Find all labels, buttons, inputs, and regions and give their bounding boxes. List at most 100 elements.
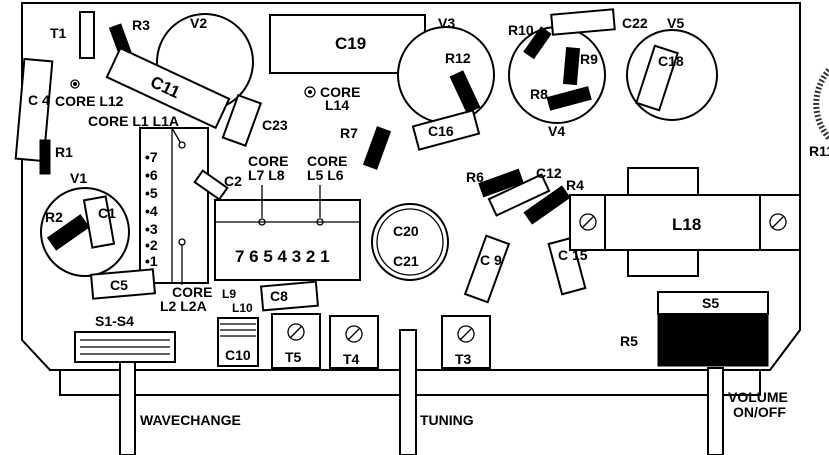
- t4-screw: [345, 325, 363, 343]
- l18-screw-left: [579, 213, 597, 231]
- r9-label: R9: [580, 51, 598, 67]
- wavechange-shaft: [119, 359, 136, 455]
- r5-label: R5: [620, 333, 638, 349]
- r4-label: R4: [566, 177, 584, 193]
- c22-label: C22: [622, 15, 648, 31]
- core-l5-l6-label-b: L5 L6: [307, 167, 344, 183]
- c12-label: C12: [536, 165, 562, 181]
- coil-l9-l10: [217, 317, 259, 367]
- r4-resistor: [523, 185, 571, 225]
- t5-screw: [287, 323, 305, 341]
- l18-body: [569, 194, 801, 251]
- c1-capacitor: [82, 195, 116, 249]
- r9-resistor: [562, 47, 581, 86]
- volume-label-b: ON/OFF: [733, 404, 786, 420]
- c9-label: C 9: [480, 252, 502, 268]
- c1-label: C1: [98, 205, 116, 221]
- c10-label: C10: [225, 347, 251, 363]
- core-l2-l2a-label-a: CORE: [172, 284, 212, 300]
- core-l14-label-a: CORE: [320, 84, 360, 100]
- tuning-label: TUNING: [420, 412, 474, 428]
- c12-capacitor: [487, 173, 551, 217]
- tuning-shaft: [399, 329, 417, 455]
- strip-num-1: •1: [145, 253, 158, 269]
- c18-capacitor: [635, 44, 679, 112]
- r7-resistor: [362, 126, 392, 170]
- t3-screw: [457, 325, 475, 343]
- l18-label: L18: [672, 215, 701, 234]
- c19-label: C19: [335, 34, 366, 53]
- core-l14-label-b: L14: [325, 97, 349, 113]
- wavechange-label: WAVECHANGE: [140, 412, 241, 428]
- r8-resistor: [546, 86, 592, 111]
- r1-label: R1: [55, 144, 73, 160]
- v4-label: V4: [548, 123, 565, 139]
- r7-label: R7: [340, 125, 358, 141]
- coil-strip: [139, 127, 209, 284]
- strip-num-3: •3: [145, 221, 158, 237]
- core-l14-mark: [304, 86, 316, 98]
- r10-label: R10: [508, 22, 534, 38]
- c16-label: C16: [428, 123, 454, 139]
- r8-label: R8: [530, 86, 548, 102]
- strip-num-4: •4: [145, 203, 158, 219]
- c2-capacitor: [193, 169, 229, 201]
- c9-capacitor: [463, 234, 511, 304]
- t1-label: T1: [50, 25, 67, 41]
- core-l12-mark: [70, 79, 80, 89]
- c11-capacitor: [105, 46, 231, 130]
- core-l1-arrow: [171, 127, 181, 143]
- core-l14-dot: [308, 90, 312, 94]
- terminal-numbers: 7 6 5 4 3 2 1: [235, 247, 330, 266]
- core-l12-dot: [73, 82, 77, 86]
- r2-resistor: [46, 214, 90, 251]
- v3-valve: [397, 26, 495, 124]
- strip-num-5: •5: [145, 185, 158, 201]
- volume-label-a: VOLUME: [728, 389, 788, 405]
- c23-capacitor: [221, 93, 263, 147]
- strip-num-7: •7: [145, 149, 158, 165]
- l18-screw-right-slot: [771, 215, 785, 229]
- c15-capacitor: [547, 236, 587, 296]
- r11-lead: [813, 68, 829, 140]
- c23-label: C23: [262, 117, 288, 133]
- r11-label: R11: [809, 143, 829, 159]
- c22-capacitor: [550, 8, 616, 36]
- r5-potentiometer: [657, 313, 769, 367]
- v2-label: V2: [190, 15, 207, 31]
- core-l5-l6-mark: [316, 218, 324, 226]
- core-l7-l8-label-b: L7 L8: [248, 167, 285, 183]
- r12-label: R12: [445, 50, 471, 66]
- c20-label: C20: [393, 223, 419, 239]
- c16-capacitor: [411, 109, 481, 151]
- r10-resistor: [523, 26, 552, 60]
- c20-c21-inner: [376, 208, 444, 276]
- core-l2-l2a-label-b: L2 L2A: [160, 298, 207, 314]
- core-l1-l1a-label: CORE L1 L1A: [88, 113, 179, 129]
- s1-s4-label: S1-S4: [95, 313, 134, 329]
- t4-label: T4: [343, 351, 360, 367]
- strip-num-2: •2: [145, 237, 158, 253]
- v1-label: V1: [70, 170, 87, 186]
- s5-label: S5: [702, 295, 719, 311]
- core-l5-l6-label-a: CORE: [307, 153, 347, 169]
- l9-label: L9: [222, 287, 236, 301]
- c21-label: C21: [393, 253, 419, 269]
- v5-valve: [626, 29, 718, 121]
- c4-label: C 4: [28, 92, 50, 108]
- r6-resistor: [478, 168, 524, 198]
- r3-label: R3: [132, 17, 150, 33]
- r6-label: R6: [466, 169, 484, 185]
- core-l7-l8-mark: [258, 218, 266, 226]
- r1-resistor: [39, 139, 51, 175]
- t3-label: T3: [455, 351, 472, 367]
- c8-label: C8: [270, 288, 288, 304]
- l18-screw-right: [769, 213, 787, 231]
- t3-screw-slot: [459, 327, 473, 341]
- volume-shaft: [707, 367, 724, 455]
- core-l7-l8-label-a: CORE: [248, 153, 288, 169]
- strip-num-6: •6: [145, 167, 158, 183]
- v5-label: V5: [667, 15, 684, 31]
- c2-label: C2: [224, 173, 242, 189]
